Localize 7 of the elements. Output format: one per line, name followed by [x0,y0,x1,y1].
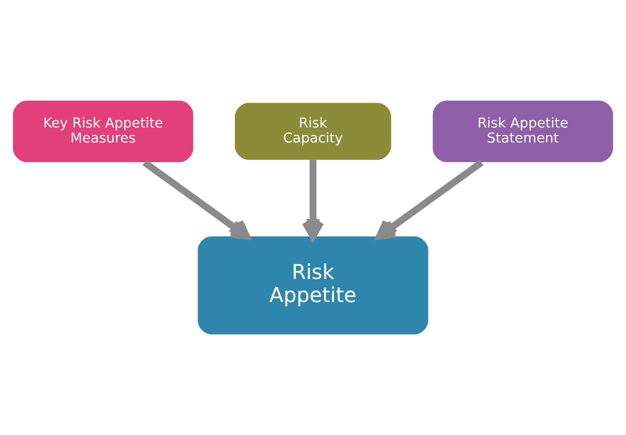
arrow [376,160,484,240]
node-box: Risk Appetite [198,236,428,334]
node-box: Risk Capacity [234,102,392,160]
node-box: Risk Appetite Statement [432,100,614,162]
arrow [142,160,250,240]
arrow [302,160,324,240]
node-box: Key Risk Appetite Measures [12,100,194,162]
